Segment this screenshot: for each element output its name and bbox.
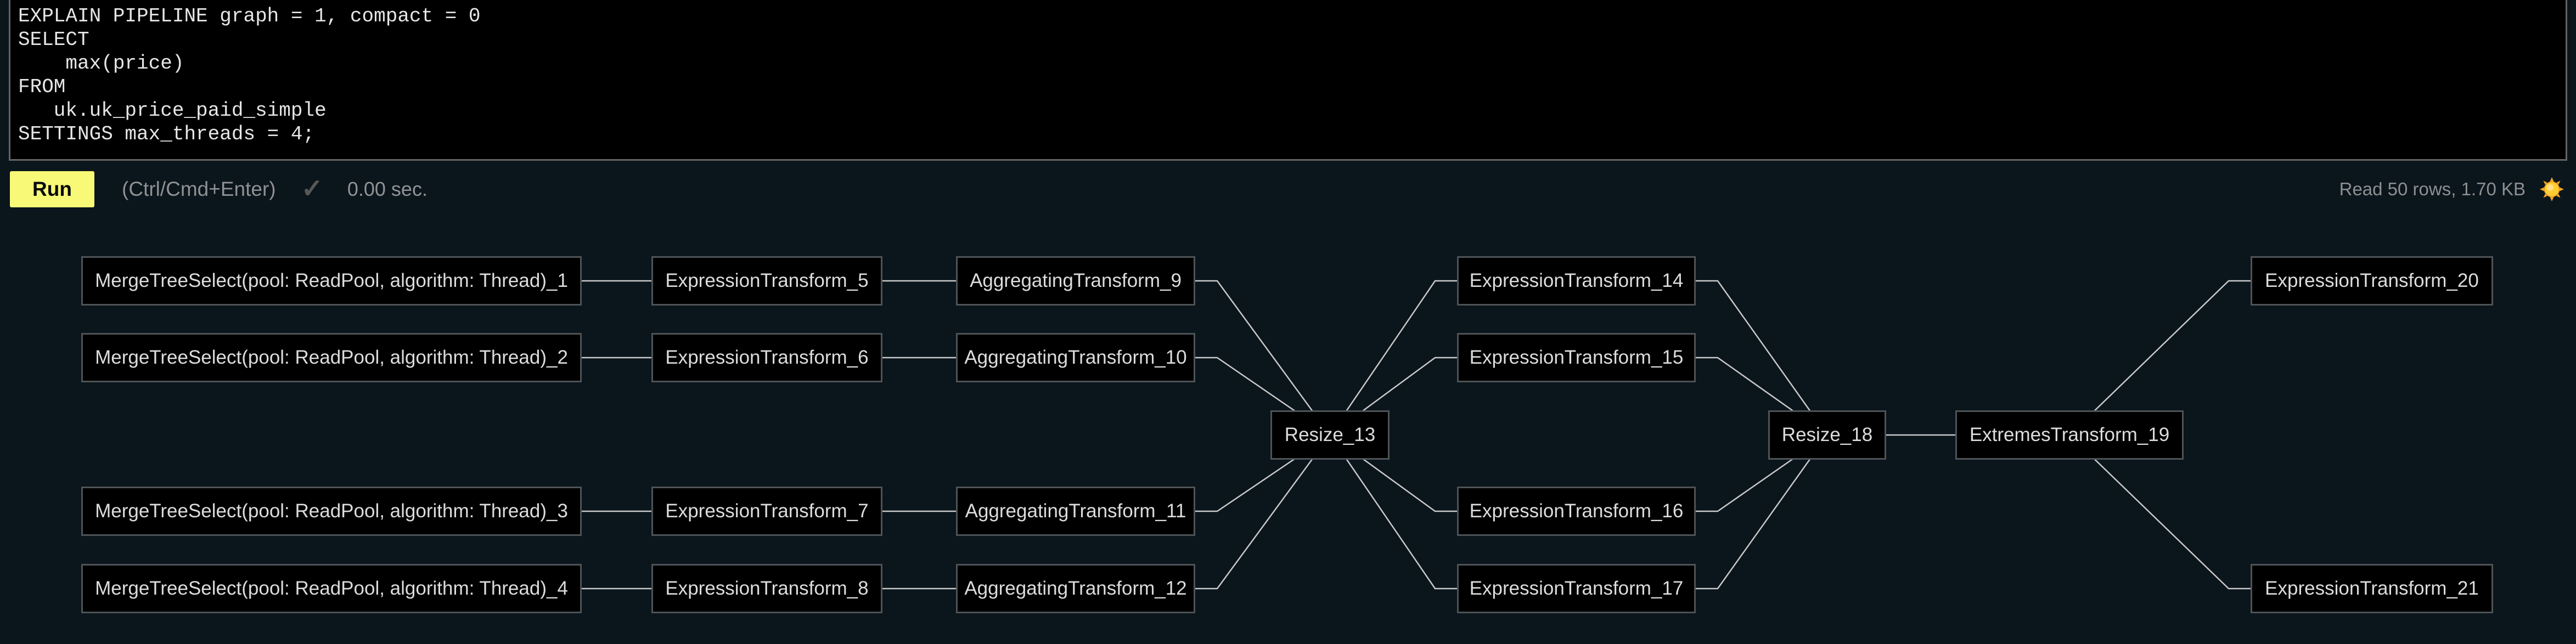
graph-node-Resize_13: Resize_13 xyxy=(1270,410,1390,460)
theme-toggle-button[interactable] xyxy=(2540,177,2564,201)
graph-node-ExpressionTransform_21: ExpressionTransform_21 xyxy=(2251,564,2493,613)
graph-node-ExpressionTransform_20: ExpressionTransform_20 xyxy=(2251,256,2493,306)
graph-node-ExpressionTransform_8: ExpressionTransform_8 xyxy=(651,564,882,613)
success-check-icon: ✓ xyxy=(301,174,323,204)
read-stats: Read 50 rows, 1.70 KB xyxy=(2339,179,2526,199)
graph-edge-13-17 xyxy=(1329,434,1457,590)
graph-edge-19-21 xyxy=(2069,434,2251,590)
graph-node-MergeTreeSelect(pool: ReadPool, algorithm: Thread)_4: MergeTreeSelect(pool: ReadPool, algorith… xyxy=(81,564,582,613)
run-button[interactable]: Run xyxy=(10,171,94,207)
graph-edge-15-18 xyxy=(1696,357,1828,436)
graph-edge-13-15 xyxy=(1329,357,1457,436)
graph-node-ExpressionTransform_7: ExpressionTransform_7 xyxy=(651,487,882,536)
elapsed-time: 0.00 sec. xyxy=(347,178,428,200)
graph-edge-13-14 xyxy=(1329,280,1457,436)
graph-edge-19-20 xyxy=(2069,280,2251,436)
graph-edge-17-18 xyxy=(1696,434,1828,590)
query-input[interactable]: EXPLAIN PIPELINE graph = 1, compact = 0 … xyxy=(9,0,2567,161)
graph-edge-13-16 xyxy=(1329,434,1457,512)
graph-node-ExpressionTransform_16: ExpressionTransform_16 xyxy=(1457,487,1696,536)
sun-icon xyxy=(2540,177,2564,201)
graph-node-AggregatingTransform_10: AggregatingTransform_10 xyxy=(956,333,1195,382)
graph-edge-10-13 xyxy=(1195,357,1331,436)
graph-edge-9-13 xyxy=(1195,280,1331,436)
graph-node-ExpressionTransform_14: ExpressionTransform_14 xyxy=(1457,256,1696,306)
graph-node-ExpressionTransform_6: ExpressionTransform_6 xyxy=(651,333,882,382)
graph-node-ExpressionTransform_17: ExpressionTransform_17 xyxy=(1457,564,1696,613)
graph-node-AggregatingTransform_11: AggregatingTransform_11 xyxy=(956,487,1195,536)
graph-node-ExpressionTransform_5: ExpressionTransform_5 xyxy=(651,256,882,306)
graph-node-ExtremesTransform_19: ExtremesTransform_19 xyxy=(1955,410,2184,460)
graph-edge-16-18 xyxy=(1696,434,1828,512)
graph-node-MergeTreeSelect(pool: ReadPool, algorithm: Thread)_1: MergeTreeSelect(pool: ReadPool, algorith… xyxy=(81,256,582,306)
graph-edge-12-13 xyxy=(1195,434,1331,590)
toolbar: Run (Ctrl/Cmd+Enter) ✓ 0.00 sec. Read 50… xyxy=(10,171,2564,207)
graph-node-Resize_18: Resize_18 xyxy=(1768,410,1886,460)
graph-node-MergeTreeSelect(pool: ReadPool, algorithm: Thread)_2: MergeTreeSelect(pool: ReadPool, algorith… xyxy=(81,333,582,382)
graph-node-AggregatingTransform_9: AggregatingTransform_9 xyxy=(956,256,1195,306)
graph-edge-14-18 xyxy=(1696,280,1828,436)
graph-node-MergeTreeSelect(pool: ReadPool, algorithm: Thread)_3: MergeTreeSelect(pool: ReadPool, algorith… xyxy=(81,487,582,536)
graph-edge-11-13 xyxy=(1195,434,1331,512)
graph-node-AggregatingTransform_12: AggregatingTransform_12 xyxy=(956,564,1195,613)
graph-node-ExpressionTransform_15: ExpressionTransform_15 xyxy=(1457,333,1696,382)
shortcut-hint: (Ctrl/Cmd+Enter) xyxy=(122,178,276,200)
